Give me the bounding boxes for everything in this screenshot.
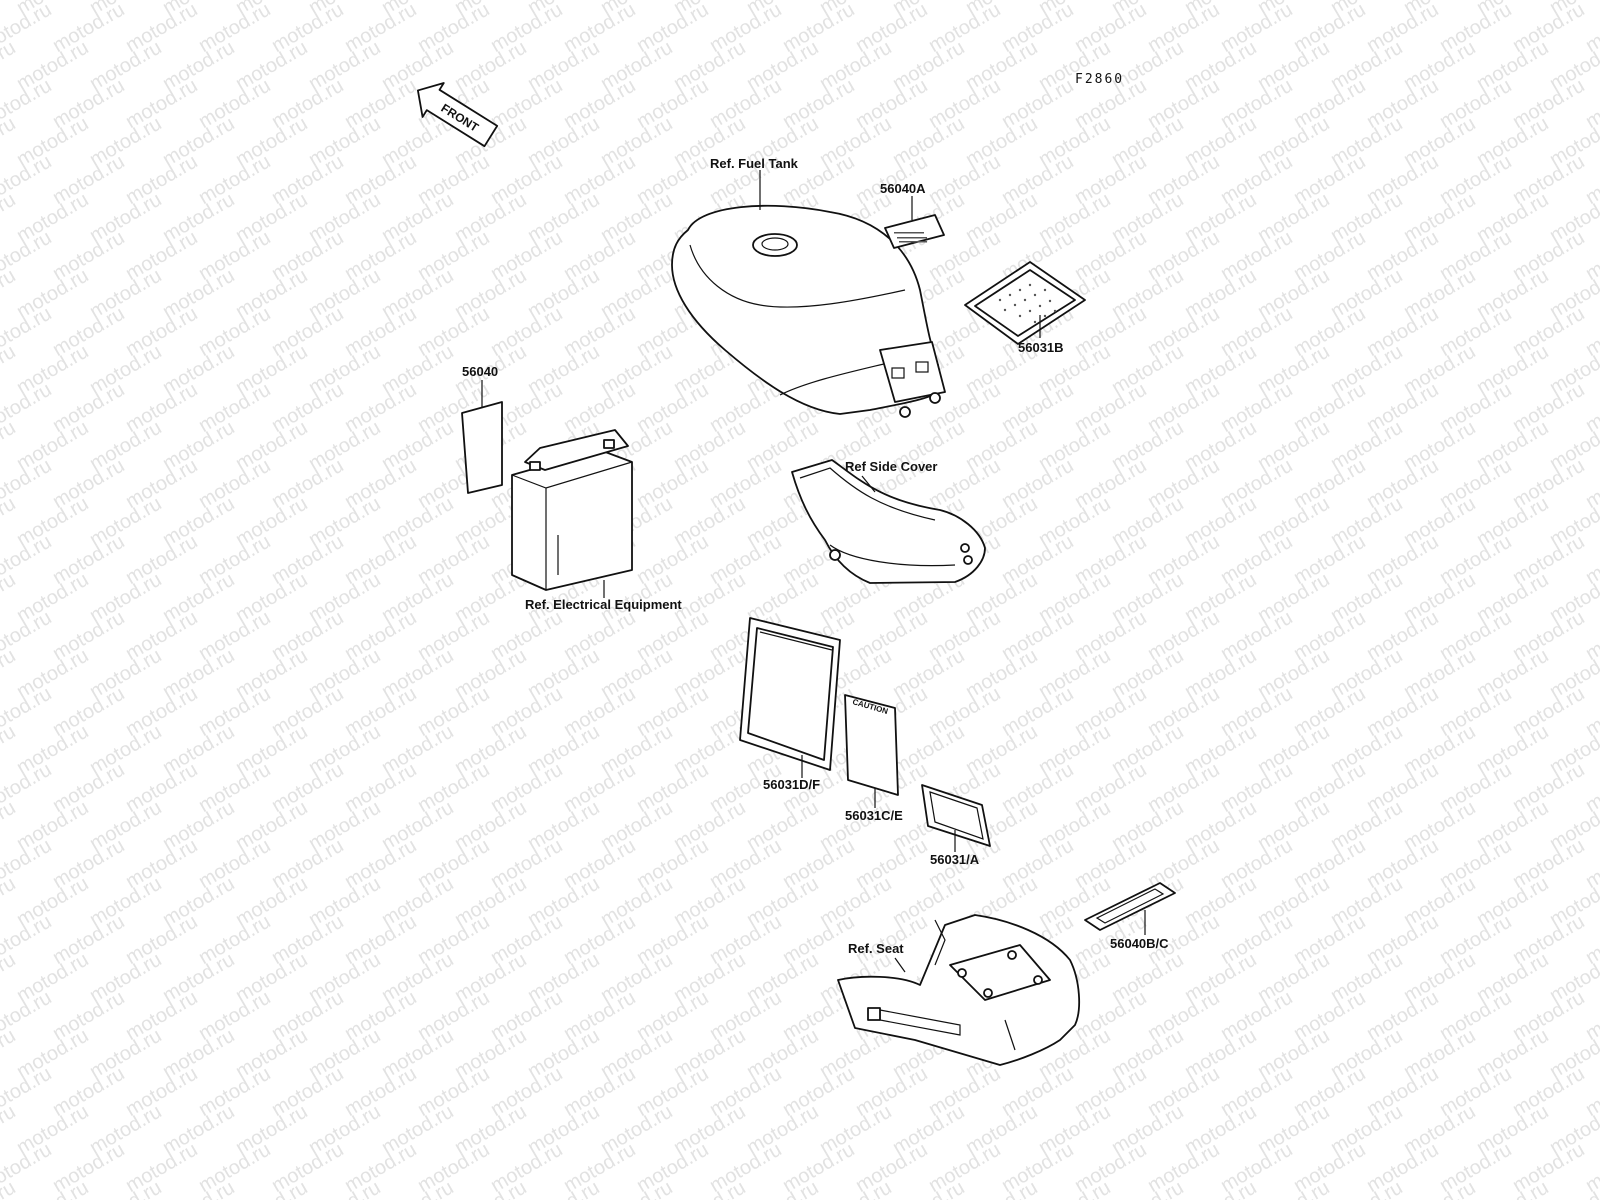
label-56040: 56040 xyxy=(462,364,498,379)
label-56040a: 56040A xyxy=(880,181,926,196)
front-arrow-icon: FRONT xyxy=(417,82,499,148)
seat-label: Ref. Seat xyxy=(848,941,904,956)
side-cover-label: Ref Side Cover xyxy=(845,459,937,474)
label-56031a: 56031/A xyxy=(930,852,980,867)
battery-drawing xyxy=(511,429,633,591)
fuel-tank-drawing xyxy=(671,204,946,418)
side-cover-drawing xyxy=(791,459,986,584)
fuel-tank-label: Ref. Fuel Tank xyxy=(710,156,799,171)
decal-56031b xyxy=(964,261,1086,345)
label-56031b: 56031B xyxy=(1018,340,1064,355)
label-56031df: 56031D/F xyxy=(763,777,820,792)
figure-code: F2860 xyxy=(1075,72,1124,87)
seat-drawing xyxy=(837,914,1080,1066)
label-56040bc: 56040B/C xyxy=(1110,936,1169,951)
decal-56031a xyxy=(921,784,991,847)
label-56031ce: 56031C/E xyxy=(845,808,903,823)
label-card-56040 xyxy=(461,401,503,494)
decal-56040a xyxy=(884,214,945,249)
sheet-56031df xyxy=(739,617,841,771)
caution-card-56031ce: CAUTION xyxy=(844,694,899,796)
decal-56040bc xyxy=(1084,882,1176,931)
electrical-label: Ref. Electrical Equipment xyxy=(525,597,682,612)
